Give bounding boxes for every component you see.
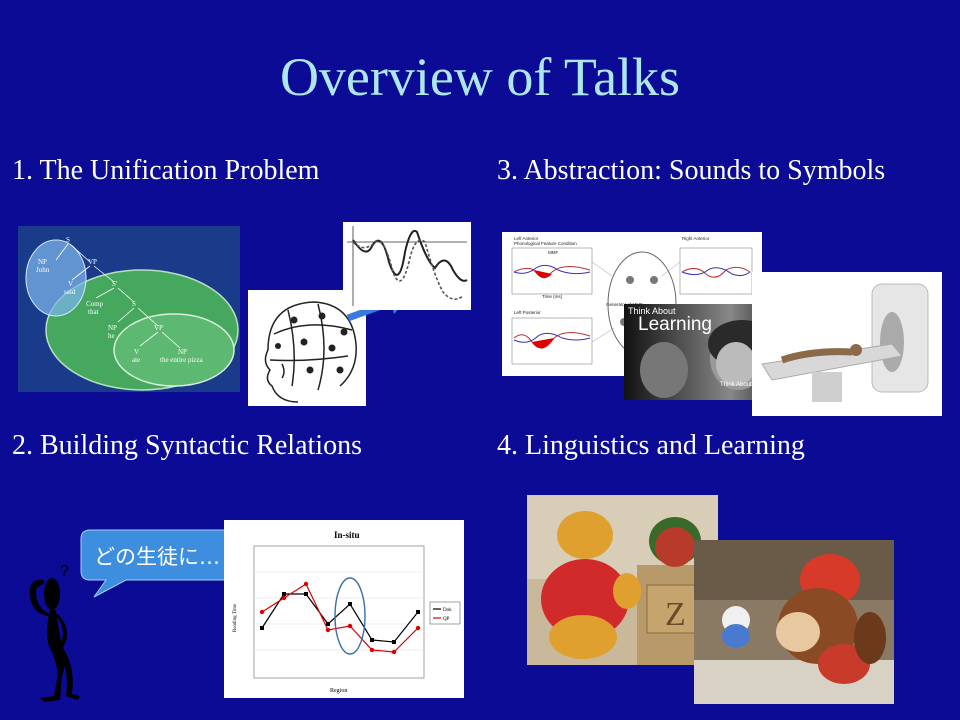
speech-bubble-text: どの生徒に… [94, 545, 220, 569]
tree-node: S' [112, 280, 117, 288]
syntax-tree-figure: S NP John VP V said S' Comp that S NP he… [18, 226, 240, 392]
legend-label-qp: QP [443, 617, 450, 622]
cover-line-2: Learning [638, 314, 712, 335]
tree-node: ate [132, 356, 140, 364]
cover-corner: Think About It [720, 382, 757, 388]
eeg-cap-head-image [248, 290, 366, 406]
chart-title: In-situ [334, 530, 360, 540]
topic-3-heading: 3. Abstraction: Sounds to Symbols [497, 155, 886, 186]
chart-ylabel: Reading Time [233, 603, 238, 632]
meg-label-left-anterior: Left Anterior [514, 236, 539, 241]
meg-label-condition: Phonological Feature Condition [514, 241, 577, 246]
block-letter: Z [665, 596, 686, 633]
tree-node: V [68, 280, 73, 288]
erp-waveform-image [343, 222, 471, 310]
tree-node: Comp [86, 300, 104, 308]
meg-label-time: Time (ms) [542, 294, 563, 299]
toy-figures-photo [694, 540, 894, 704]
tree-node: NP [178, 348, 187, 356]
tree-node: VP [154, 324, 163, 332]
tree-node: the entire pizza [160, 356, 204, 364]
tree-node: said [64, 288, 76, 296]
speech-bubble: どの生徒に… [80, 529, 244, 598]
insitu-line-chart: In-situ Dok QP Region Reading Time [224, 520, 464, 698]
topic-4-heading: 4. Linguistics and Learning [497, 430, 805, 461]
tree-node: he [108, 332, 115, 340]
topic-1-heading: 1. The Unification Problem [12, 155, 320, 186]
svg-text:?: ? [60, 563, 69, 580]
cover-line-1: Think About [628, 306, 676, 316]
tree-node: S [132, 300, 136, 308]
pooh-toy-photo: Z [527, 495, 718, 665]
slide-title: Overview of Talks [279, 47, 681, 107]
meg-label-right-anterior: Right Anterior [682, 236, 710, 241]
mri-scanner-photo [752, 272, 942, 416]
thinking-stick-figure-icon: ? [29, 563, 80, 702]
topic-2-heading: 2. Building Syntactic Relations [12, 430, 362, 461]
tree-node: NP [38, 258, 47, 266]
tree-node: John [36, 266, 50, 274]
meg-label-mmf: MMF [548, 250, 558, 255]
meg-label-left-posterior: Left Posterior [514, 310, 541, 315]
tree-node: that [88, 308, 99, 316]
legend-label-dok: Dok [443, 608, 452, 613]
tree-node: VP [88, 258, 97, 266]
tree-node: S [66, 236, 70, 244]
tree-node: NP [108, 324, 117, 332]
tree-node: V [134, 348, 139, 356]
chart-xlabel: Region [330, 688, 347, 694]
